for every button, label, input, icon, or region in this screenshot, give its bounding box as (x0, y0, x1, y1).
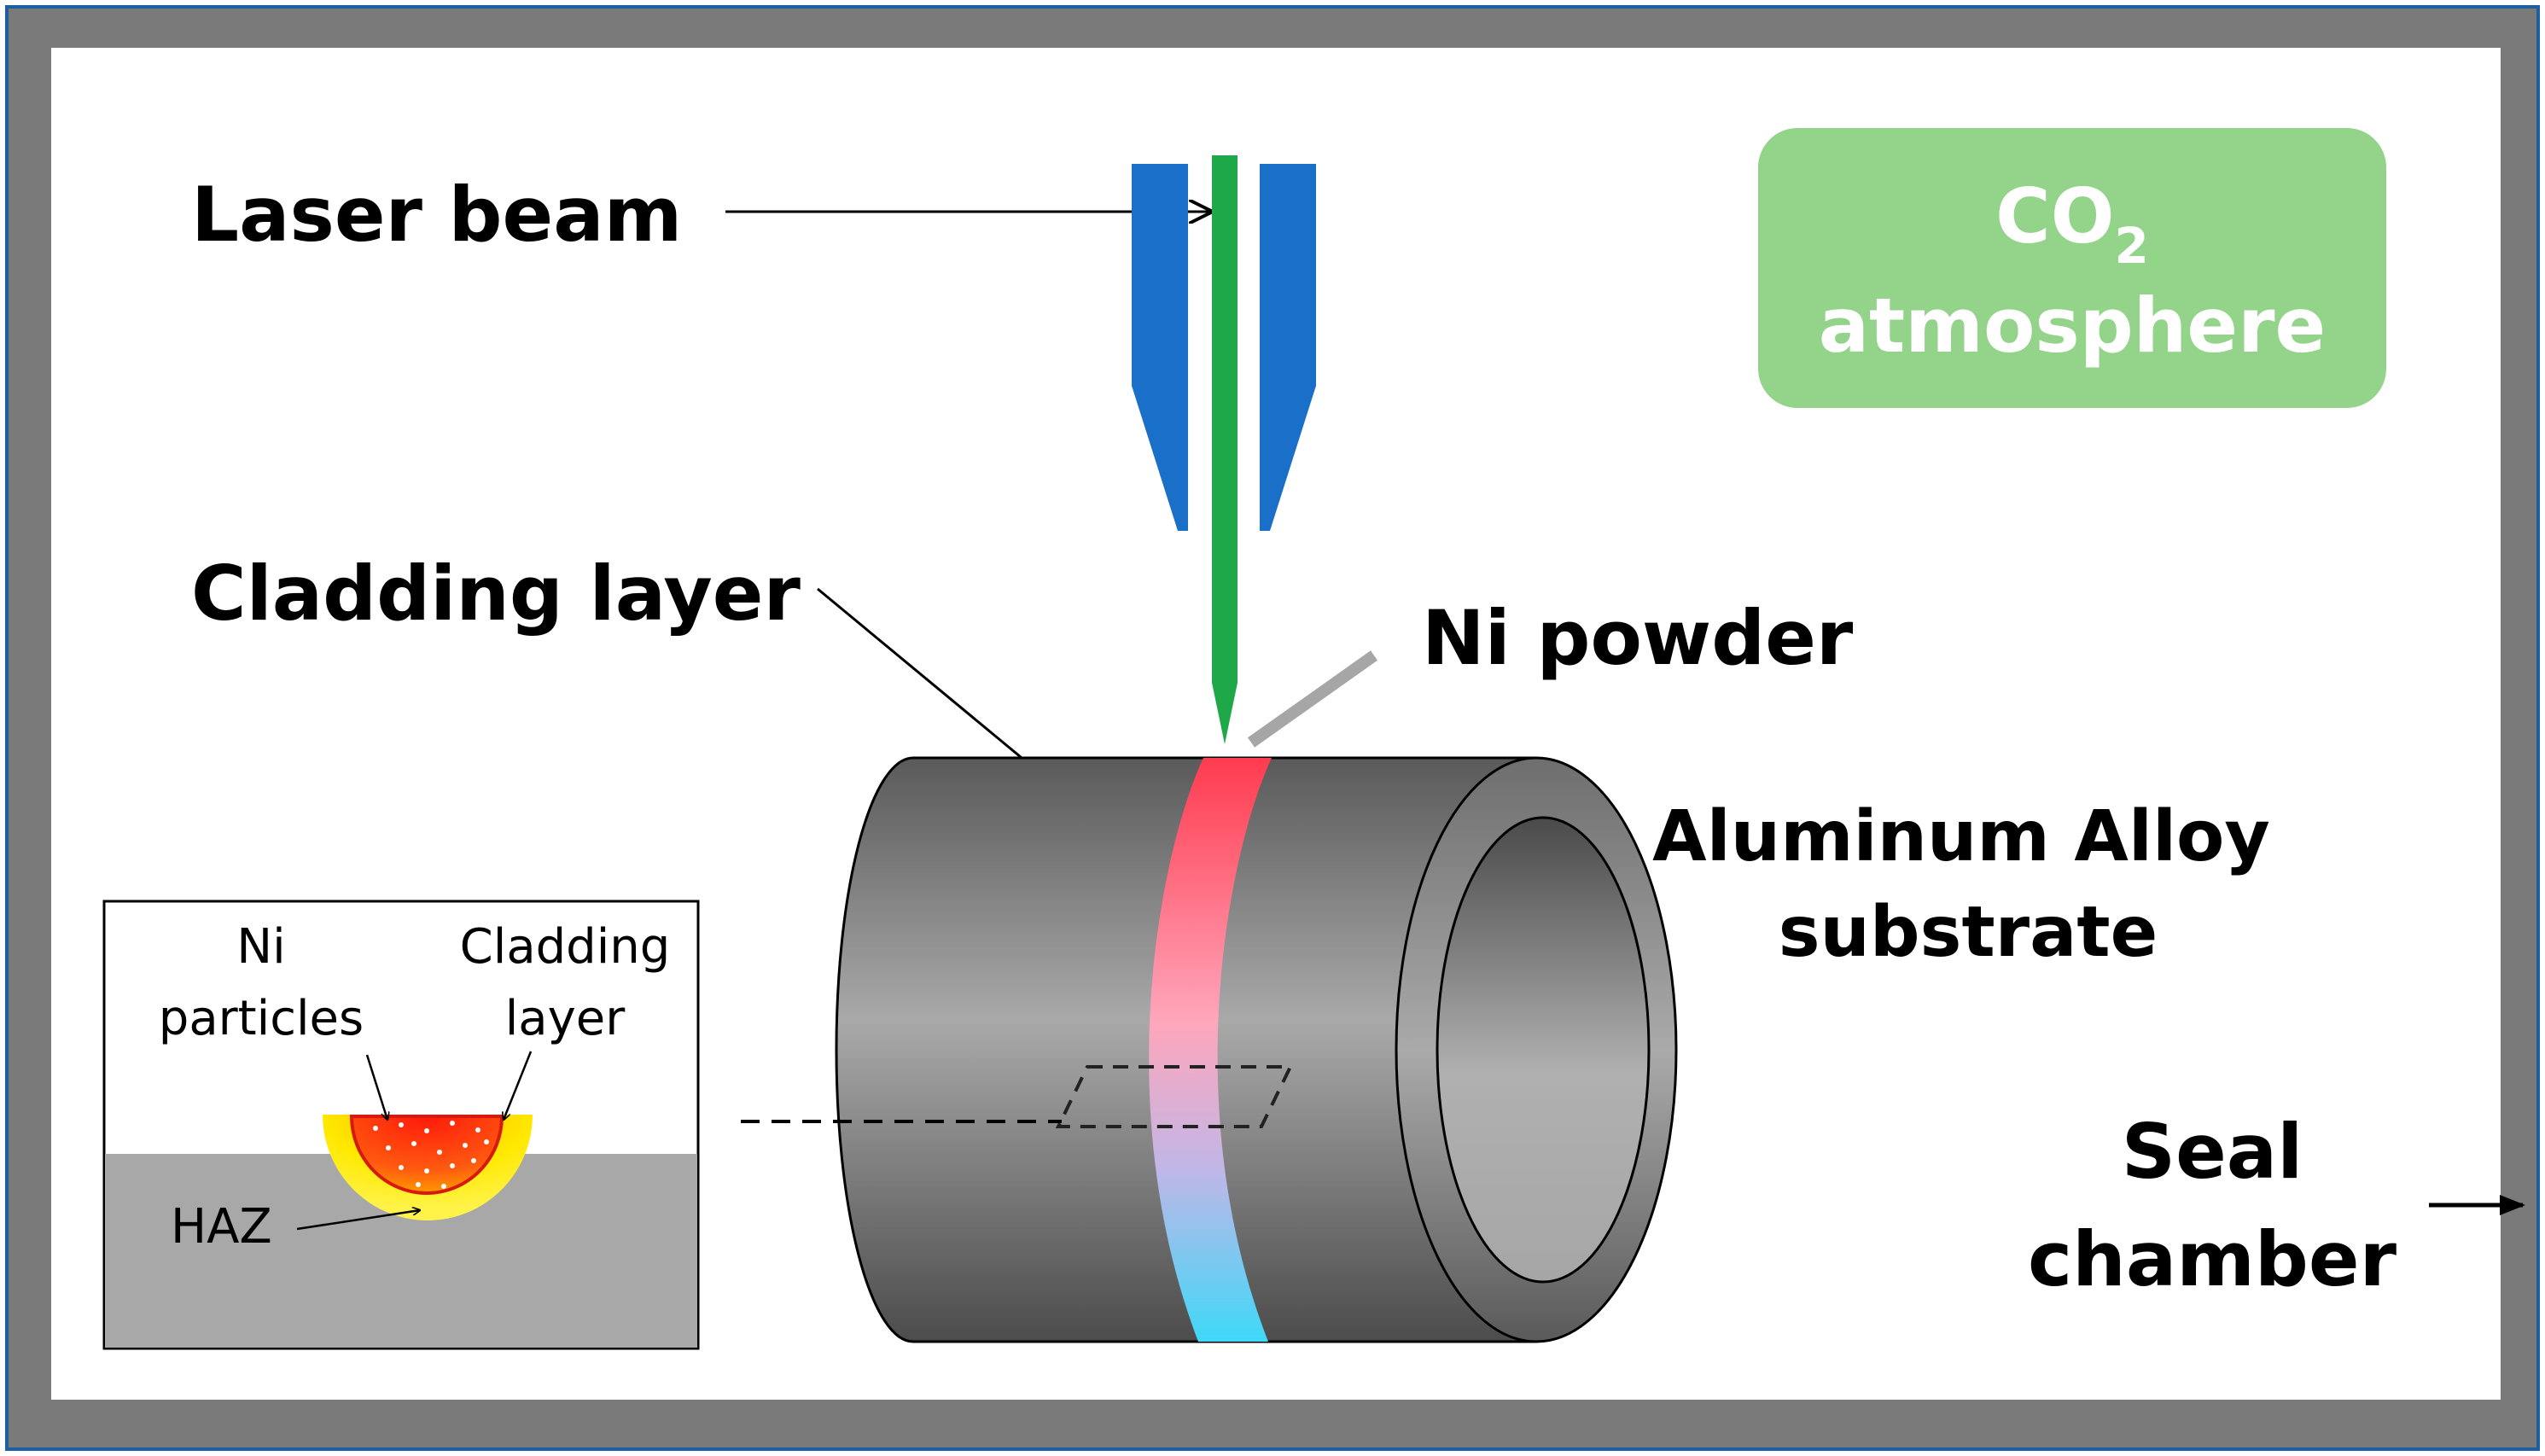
laser-beam (1212, 155, 1238, 744)
seal-label-line1: Seal (2122, 1108, 2303, 1196)
inset-region-marker (1055, 1065, 1294, 1128)
ni-powder-feed (1247, 650, 1378, 748)
haz-arrow (296, 1210, 420, 1231)
co2-label: CO (1995, 172, 2114, 260)
nozzle-left-wall (1132, 164, 1188, 531)
nozzle (1132, 164, 1316, 531)
aluminum-pipe (835, 756, 1678, 1343)
pipe-bore (1436, 816, 1651, 1284)
svg-text:CO2: CO2 (1995, 172, 2149, 275)
inset-cladding-label-line2: layer (505, 991, 626, 1046)
cladding-band (1149, 758, 1272, 1342)
substrate-label-line1: Aluminum Alloy (1652, 796, 2270, 877)
ni-particle-dots (373, 1121, 489, 1189)
co2-atmosphere-box: CO2 atmosphere (1758, 128, 2386, 408)
cladding-layer-label: Cladding layer (191, 550, 801, 638)
ni-particles-arrow (365, 1054, 387, 1120)
co2-subscript: 2 (2115, 217, 2149, 275)
seal-label-line2: chamber (2028, 1215, 2397, 1303)
ni-particles-label-line1: Ni (236, 919, 285, 975)
laser-beam-label: Laser beam (191, 171, 682, 259)
nozzle-right-wall (1260, 164, 1316, 531)
inset-cross-section: Ni particles Cladding layer HAZ (102, 900, 700, 1350)
inset-cladding-arrow (504, 1051, 533, 1120)
substrate-label-line2: substrate (1779, 892, 2158, 973)
atmosphere-label: atmosphere (1819, 282, 2326, 370)
ni-particles-label-line2: particles (159, 991, 364, 1046)
haz-label: HAZ (171, 1199, 272, 1255)
ni-powder-label: Ni powder (1422, 594, 1854, 682)
melt-pool (349, 1115, 504, 1195)
inset-cladding-label-line1: Cladding (460, 919, 671, 975)
